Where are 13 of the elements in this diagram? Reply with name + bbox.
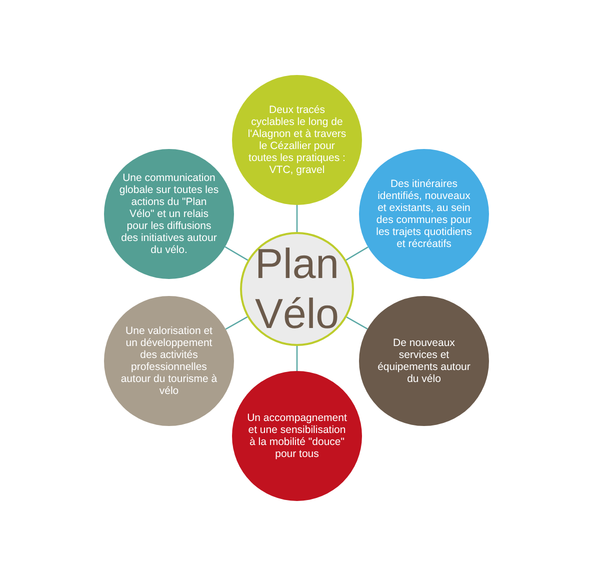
circle-text: De nouveaux services et équipements autour du vélo <box>376 336 472 386</box>
circle-text: Deux tracés cyclables le long de l'Alagnon et à travers le Cézallier pour toutes les pratiques : VTC, gravel <box>247 104 347 176</box>
connector-line <box>225 316 248 330</box>
circle-text: Un accompagnement et une sensibilisation à la mobilité "douce" pour tous <box>247 412 347 460</box>
circle-text: Une communication globale sur toutes les actions du "Plan Vélo" et un relais pour les diffusions des initiatives autour du vélo. <box>119 172 219 256</box>
connector-line <box>224 246 248 261</box>
circle-text: Une valorisation et un développement des activités professionnelles autour du tourisme à vélo <box>120 324 218 398</box>
circle-text: Plan Vélo <box>254 238 340 339</box>
connector-line <box>346 246 368 261</box>
circle-text: Des itinéraires identifiés, nouveaux et existants, au sein des communes pour les trajets quotidiens et récréatifs <box>375 178 473 250</box>
connector-line <box>346 316 368 330</box>
connector-line <box>296 346 298 371</box>
connector-line <box>296 205 298 232</box>
